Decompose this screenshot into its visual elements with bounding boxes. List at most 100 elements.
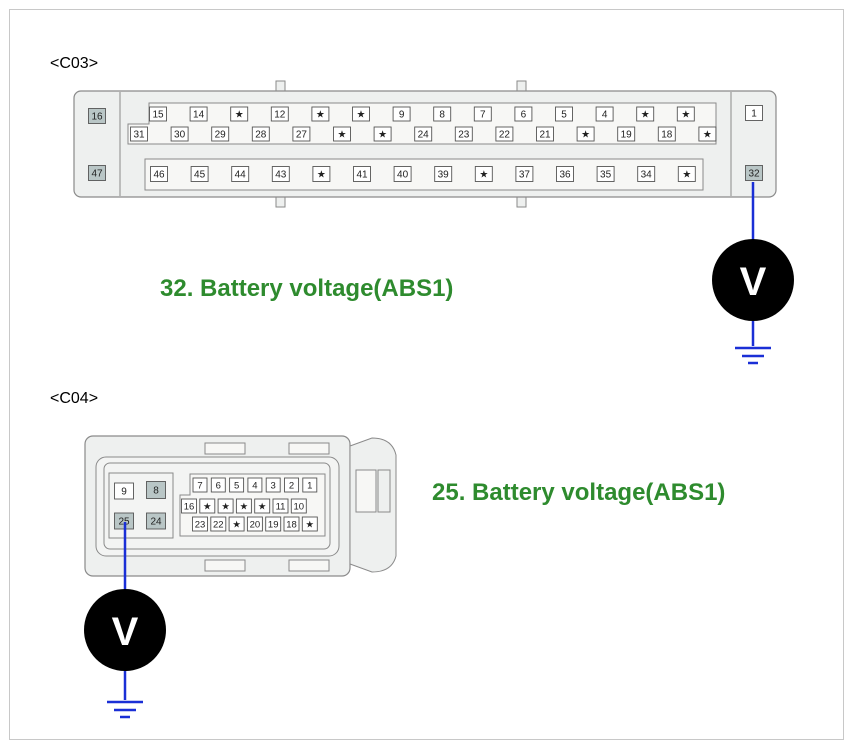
pin-label: 6 (216, 481, 221, 492)
c03-pin-row-b-11: ★ (576, 126, 595, 142)
c03-pin-row-b-12: 19 (617, 126, 636, 142)
c03-pin-16: 16 (88, 108, 106, 124)
c04-pin-row2-6: 10 (290, 498, 307, 514)
c04-ground-icon (107, 700, 143, 719)
c03-pin-bottom-13: ★ (677, 166, 696, 182)
pin-label: 24 (150, 517, 162, 528)
pin-label: 8 (153, 486, 159, 497)
pin-label: 45 (194, 170, 206, 181)
c04-pin-row1-5: 2 (284, 477, 299, 493)
c04-pin-row1-4: 3 (265, 477, 281, 493)
pin-label: ★ (258, 502, 267, 513)
c04-pin-row2-2: ★ (217, 498, 234, 514)
c04-pin-row1-2: 5 (229, 477, 245, 493)
c04-tab-bottom-right (288, 559, 330, 572)
pin-label: 30 (174, 130, 186, 141)
pin-label: 23 (458, 130, 470, 141)
c04-tab-top-left (204, 442, 246, 455)
pin-label: 46 (153, 170, 165, 181)
c03-caption: 32. Battery voltage(ABS1) (160, 275, 453, 302)
pin-label: 4 (252, 481, 257, 492)
c03-pin-bottom-11: 35 (596, 166, 615, 182)
c03-pin-row-a-10: 5 (555, 106, 573, 122)
c04-pin-row3-5: 18 (283, 516, 300, 532)
pin-label: 15 (152, 110, 164, 121)
c03-pin-row-a-9: 6 (514, 106, 533, 122)
pin-label: 14 (193, 110, 205, 121)
pin-label: 5 (234, 481, 239, 492)
c03-pin-row-a-3: 12 (270, 106, 289, 122)
c04-pin-row3-3: 20 (246, 516, 263, 532)
c03-pin-row-b-6: ★ (373, 126, 392, 142)
c04-pin-row2-1: ★ (199, 498, 216, 514)
pin-label: 7 (197, 481, 202, 492)
pin-label: 6 (521, 110, 527, 121)
pin-label: 47 (91, 169, 103, 180)
c03-pin-1: 1 (745, 105, 763, 121)
c03-pin-row-b-13: 18 (657, 126, 676, 142)
c04-tab-bottom-left (204, 559, 246, 572)
pin-label: ★ (316, 110, 325, 121)
pin-label: 9 (121, 487, 127, 498)
c04-pin-row2-0: 16 (181, 498, 197, 514)
c04-pin-24: 24 (146, 512, 166, 530)
pin-label: ★ (221, 502, 230, 513)
pin-label: 28 (255, 130, 267, 141)
pin-label: 9 (399, 110, 405, 121)
pin-label: ★ (681, 110, 690, 121)
c03-ground-icon (735, 346, 771, 365)
pin-label: 4 (602, 110, 608, 121)
pin-label: 2 (289, 481, 294, 492)
pin-label: 16 (91, 112, 103, 123)
pin-label: 22 (213, 520, 224, 531)
pin-label: ★ (240, 502, 249, 513)
pin-label: 7 (480, 110, 486, 121)
c03-label: <C03> (50, 55, 98, 72)
c04-caption: 25. Battery voltage(ABS1) (432, 479, 725, 506)
c04-latch-tab (377, 469, 391, 513)
c03-bottom-cavity (144, 158, 704, 191)
c03-pin-row-b-9: 22 (495, 126, 514, 142)
pin-label: 10 (294, 502, 305, 513)
c03-pin-bottom-1: 45 (190, 166, 209, 182)
pin-label: 35 (600, 170, 612, 181)
c03-pin-bottom-3: 43 (271, 166, 290, 182)
pin-label: 19 (621, 130, 633, 141)
c03-pin-row-a-8: 7 (473, 106, 492, 122)
pin-label: ★ (338, 130, 347, 141)
c03-pin-row-a-4: ★ (311, 106, 330, 122)
c04-latch-slot (355, 469, 377, 513)
c03-pin-row-a-0: 15 (149, 106, 167, 122)
pin-label: ★ (235, 110, 244, 121)
c04-inner-frame (103, 462, 331, 550)
c03-pin-bottom-12: 34 (637, 166, 656, 182)
pin-label: 36 (559, 170, 571, 181)
pin-label: ★ (479, 170, 488, 181)
c04-pin-row3-4: 19 (265, 516, 282, 532)
c04-pin-row2-5: 11 (272, 498, 289, 514)
c04-pin-row1-3: 4 (247, 477, 263, 493)
pin-label: 44 (235, 170, 247, 181)
c03-pin-row-a-6: 9 (392, 106, 411, 122)
pin-label: 43 (275, 170, 287, 181)
pin-label: 1 (751, 109, 757, 120)
c04-pin-8: 8 (146, 481, 166, 499)
pin-label: 40 (397, 170, 409, 181)
pin-label: ★ (641, 110, 650, 121)
pin-label: ★ (682, 170, 691, 181)
pin-label: ★ (317, 170, 326, 181)
c04-pin-row3-6: ★ (301, 516, 318, 532)
pin-label: 21 (539, 130, 551, 141)
c03-pin-row-a-11: 4 (595, 106, 614, 122)
pin-label: 31 (133, 130, 145, 141)
pin-label: 3 (271, 481, 276, 492)
c04-left-block (108, 472, 174, 539)
pin-label: 20 (250, 520, 261, 531)
c04-pin-row3-1: 22 (210, 516, 227, 532)
c03-pin-row-a-1: 14 (189, 106, 208, 122)
pin-label: ★ (378, 130, 387, 141)
c03-pin-row-a-5: ★ (352, 106, 370, 122)
